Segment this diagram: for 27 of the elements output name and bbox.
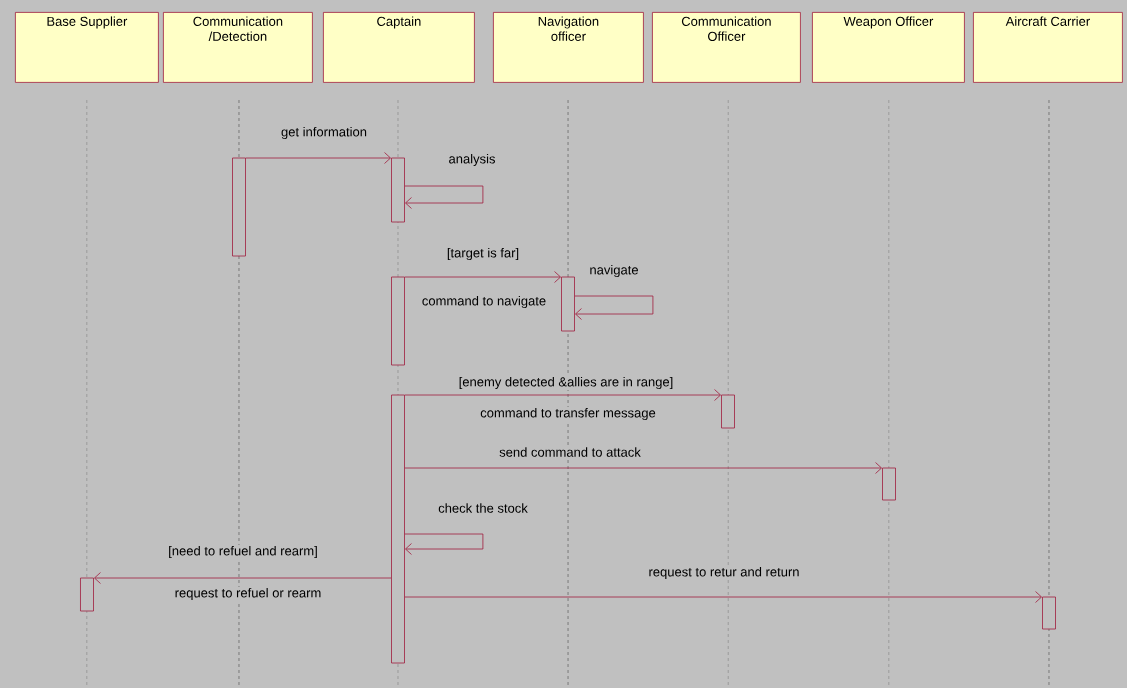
activation-bar: [391, 276, 405, 366]
message-arrow: [404, 389, 721, 401]
activation-bar: [1042, 596, 1056, 630]
message-arrow: [404, 533, 484, 555]
lifeline-header: Captain: [323, 12, 475, 83]
message-label: check the stock: [437, 502, 529, 514]
message-label: send command to attack: [498, 446, 642, 458]
activation-bar: [721, 394, 735, 429]
lifeline-header: Communication Officer: [652, 12, 801, 83]
lifeline-header: Base Supplier: [15, 12, 159, 83]
lifeline-header: Weapon Officer: [812, 12, 965, 83]
message-arrow: [404, 271, 561, 283]
message-arrow: [574, 295, 654, 320]
lifeline-header: Communication /Detection: [163, 12, 313, 83]
activation-bar: [882, 467, 896, 501]
activation-bar: [391, 394, 405, 664]
message-arrow: [404, 185, 484, 209]
message-arrow: [404, 591, 1042, 603]
lifeline-header: Navigation officer: [493, 12, 644, 83]
activation-bar: [232, 157, 246, 257]
message-arrow: [245, 152, 391, 164]
lifeline-header: Aircraft Carrier: [973, 12, 1123, 83]
message-arrow: [404, 462, 882, 474]
activation-bar: [80, 577, 94, 612]
message-arrow: [94, 572, 392, 584]
activation-bar: [561, 276, 575, 332]
activation-bar: [391, 157, 405, 223]
